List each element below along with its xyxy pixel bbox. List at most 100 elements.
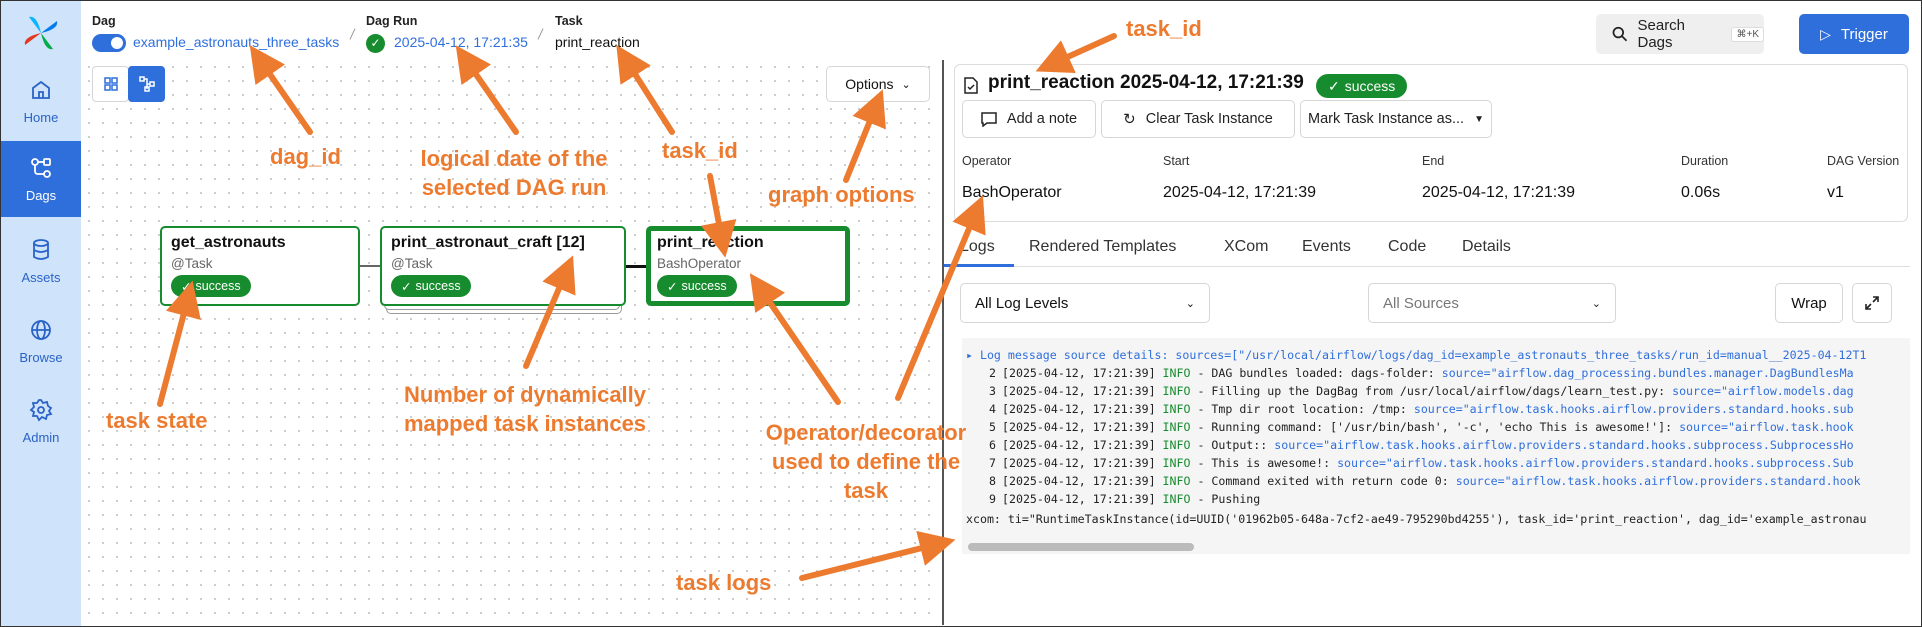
tab-code[interactable]: Code <box>1388 238 1427 255</box>
dag-pause-toggle[interactable] <box>92 34 126 52</box>
log-timestamp: [2025-04-12, 17:21:39] <box>1002 456 1156 470</box>
search-dags-button[interactable]: Search Dags ⌘+K <box>1596 14 1764 54</box>
log-horizontal-scrollbar[interactable] <box>968 543 1194 551</box>
chevron-down-icon: ⌄ <box>901 78 911 91</box>
tab-xcom[interactable]: XCom <box>1224 238 1269 255</box>
home-icon <box>32 80 50 99</box>
log-xcom-line: xcom: ti="RuntimeTaskInstance(id=UUID('0… <box>966 512 1867 526</box>
mark-task-instance-button[interactable]: Mark Task Instance as... ▼ <box>1300 100 1492 138</box>
chevron-down-icon: ⌄ <box>1591 297 1601 310</box>
annotation-mapped-instances: Number of dynamically mapped task instan… <box>403 382 647 436</box>
log-line: 4[2025-04-12, 17:21:39] INFO - Tmp dir r… <box>966 402 1854 416</box>
sidebar-item-browse[interactable]: Browse <box>1 303 81 379</box>
wrap-button[interactable]: Wrap <box>1775 283 1843 323</box>
panel-resize-divider[interactable] <box>942 60 944 625</box>
check-icon: ✓ <box>401 279 412 294</box>
sidebar-item-dags[interactable]: Dags <box>1 141 81 217</box>
log-timestamp: [2025-04-12, 17:21:39] <box>1002 420 1156 434</box>
search-label: Search Dags <box>1637 17 1686 51</box>
task-node-print-reaction[interactable]: print_reaction BashOperator ✓success <box>646 226 850 306</box>
sidebar-item-admin[interactable]: Admin <box>1 383 81 459</box>
log-level-select[interactable]: All Log Levels ⌄ <box>960 283 1210 323</box>
log-source-details[interactable]: ▸ Log message source details: sources=["… <box>966 348 1867 362</box>
breadcrumb-dag-label: Dag <box>92 14 116 28</box>
meta-value-operator: BashOperator <box>962 184 1062 201</box>
grid-view-button[interactable] <box>92 66 129 102</box>
check-icon: ✓ <box>667 279 678 294</box>
log-level: INFO <box>1162 402 1191 416</box>
dags-icon <box>31 157 51 178</box>
check-icon: ✓ <box>181 279 192 294</box>
log-timestamp: [2025-04-12, 17:21:39] <box>1002 438 1156 452</box>
log-message: - Output:: <box>1190 438 1275 452</box>
log-level: INFO <box>1162 366 1191 380</box>
log-panel[interactable]: ▸ Log message source details: sources=["… <box>962 338 1910 554</box>
meta-value-duration: 0.06s <box>1681 184 1721 201</box>
add-note-button[interactable]: Add a note <box>962 100 1096 138</box>
shortcut-hint: ⌘+K <box>1731 26 1764 42</box>
graph-options-button[interactable]: Options ⌄ <box>826 66 930 102</box>
log-level: INFO <box>1162 438 1191 452</box>
tab-logs[interactable]: Logs <box>960 238 995 255</box>
annotation-task-id-top: task_id <box>1126 16 1202 41</box>
annotation-dag-id: dag_id <box>270 144 341 169</box>
sidebar-item-assets[interactable]: Assets <box>1 223 81 299</box>
clear-task-instance-button[interactable]: ↻ Clear Task Instance <box>1101 100 1295 138</box>
note-icon <box>981 112 997 127</box>
log-line-number: 7 <box>989 456 996 470</box>
node-operator: @Task <box>171 256 213 271</box>
breadcrumb-dagrun-label: Dag Run <box>366 14 418 28</box>
log-message: - Running command: ['/usr/bin/bash', '-c… <box>1190 420 1680 434</box>
log-line: 3[2025-04-12, 17:21:39] INFO - Filling u… <box>966 384 1854 398</box>
airflow-logo-icon[interactable] <box>21 13 61 53</box>
tab-rendered-templates[interactable]: Rendered Templates <box>1029 238 1177 255</box>
log-timestamp: [2025-04-12, 17:21:39] <box>1002 384 1156 398</box>
expand-icon <box>1865 296 1879 310</box>
breadcrumb-task-value: print_reaction <box>555 34 640 50</box>
log-message: - This is awesome!: <box>1190 456 1338 470</box>
database-icon <box>33 238 49 260</box>
tab-details[interactable]: Details <box>1462 238 1511 255</box>
sidebar-item-label: Home <box>23 109 59 125</box>
graph-view-button[interactable] <box>128 66 165 102</box>
breadcrumb-dag-link[interactable]: example_astronauts_three_tasks <box>133 34 340 50</box>
tab-events[interactable]: Events <box>1302 238 1351 255</box>
log-line-number: 9 <box>989 492 996 506</box>
log-level: INFO <box>1162 420 1191 434</box>
breadcrumb-dagrun-link[interactable]: 2025-04-12, 17:21:35 <box>394 34 528 50</box>
sidebar-item-label: Browse <box>19 349 63 365</box>
log-line-number: 6 <box>989 438 996 452</box>
task-instance-title: print_reaction <box>988 72 1115 93</box>
search-icon <box>1612 26 1628 42</box>
meta-label: Operator <box>962 154 1012 168</box>
node-operator: @Task <box>391 256 433 271</box>
graph-icon <box>138 76 155 92</box>
log-timestamp: [2025-04-12, 17:21:39] <box>1002 402 1156 416</box>
node-title: print_reaction <box>657 234 764 251</box>
graph-edge <box>626 265 650 268</box>
file-check-icon <box>964 77 978 94</box>
log-line-number: 4 <box>989 402 996 416</box>
task-instance-date: 2025-04-12, 17:21:39 <box>1120 72 1304 93</box>
log-source-select[interactable]: All Sources ⌄ <box>1368 283 1616 323</box>
globe-icon <box>31 319 51 340</box>
log-line: 9[2025-04-12, 17:21:39] INFO - Pushing <box>966 492 1260 506</box>
sidebar-item-label: Admin <box>22 429 60 445</box>
status-badge: ✓success <box>1316 74 1408 98</box>
task-node-print-astronaut-craft[interactable]: print_astronaut_craft [12] @Task ✓succes… <box>380 226 626 306</box>
sidebar-item-home[interactable]: Home <box>1 63 81 139</box>
task-node-get-astronauts[interactable]: get_astronauts @Task ✓success <box>160 226 360 306</box>
trigger-button[interactable]: ▷ Trigger <box>1799 14 1909 54</box>
log-level: INFO <box>1162 456 1191 470</box>
fullscreen-button[interactable] <box>1852 283 1892 323</box>
tabs-divider <box>944 266 1910 267</box>
log-source: source="airflow.task.hooks.airflow.provi… <box>1337 456 1854 470</box>
log-source: source="airflow.task.hooks.airflow.provi… <box>1413 402 1854 416</box>
log-line-number: 2 <box>989 366 996 380</box>
graph-edge <box>358 265 382 267</box>
status-badge: ✓success <box>171 275 251 297</box>
log-line-number: 8 <box>989 474 996 488</box>
sidebar: Home Dags Assets Browse Admin <box>1 1 81 626</box>
annotation-task-logs: task logs <box>676 570 772 595</box>
gear-icon <box>29 398 53 422</box>
